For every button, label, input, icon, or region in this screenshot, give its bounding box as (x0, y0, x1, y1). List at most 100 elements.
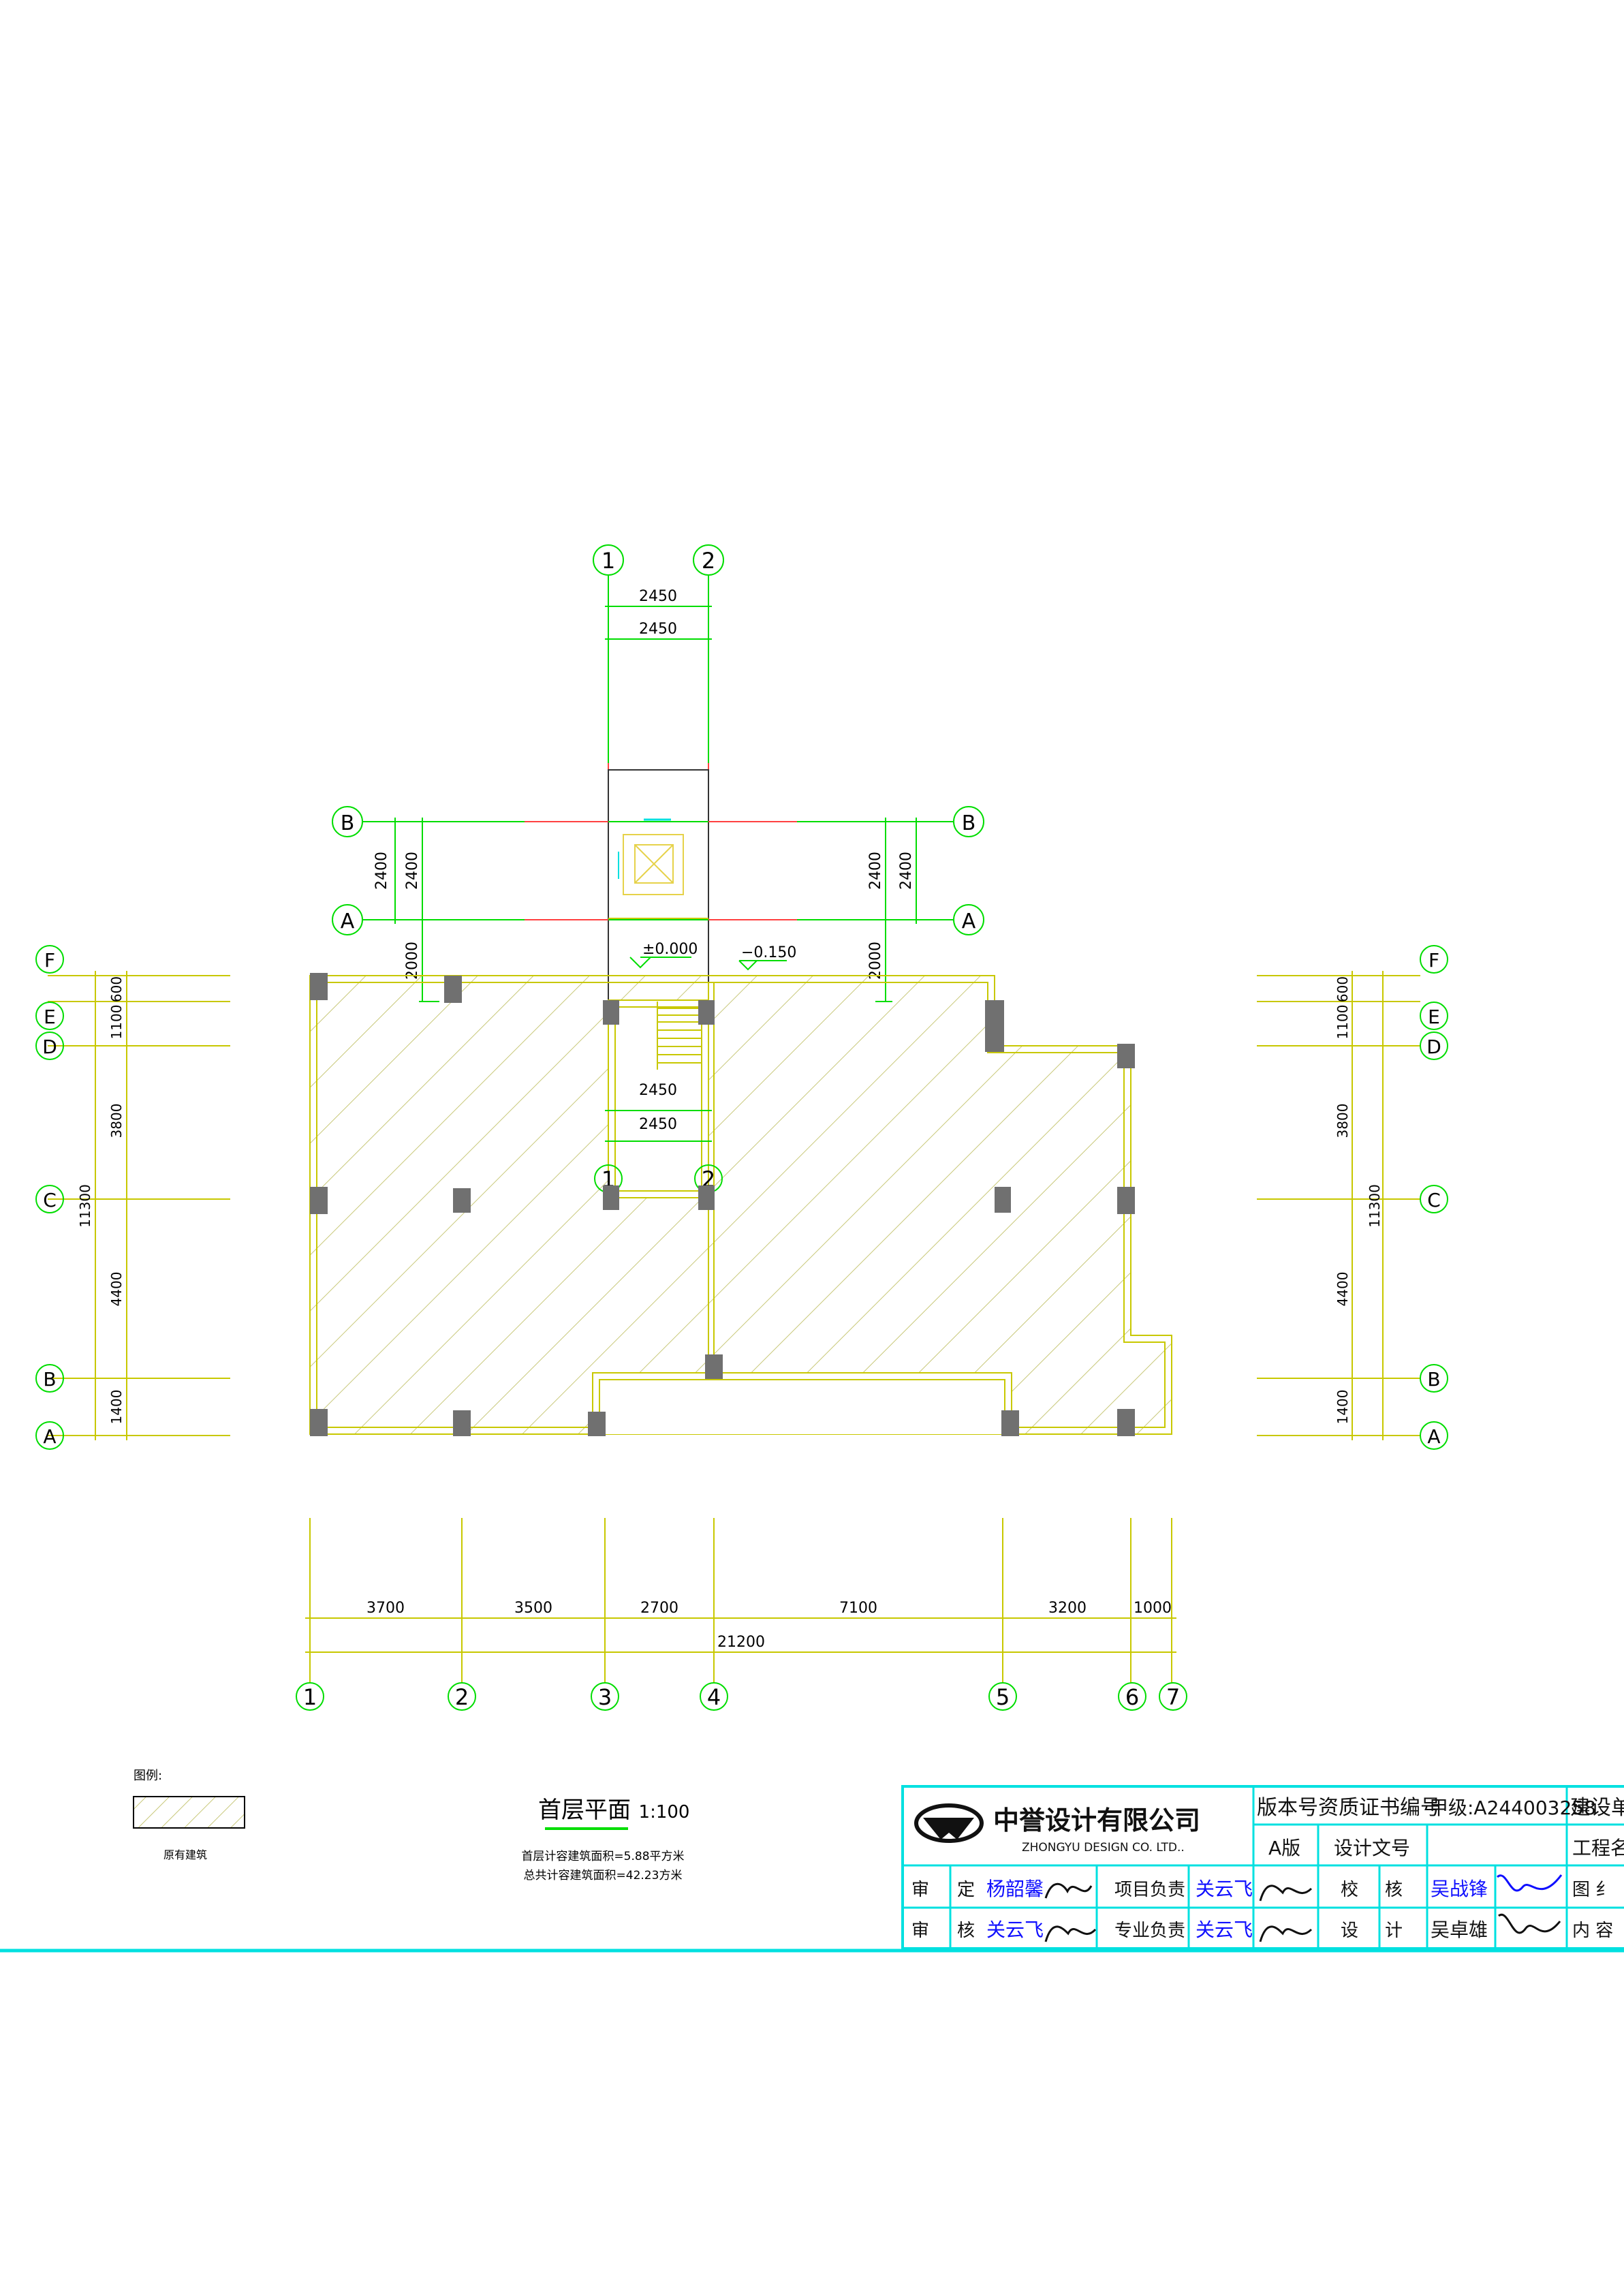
top-dim-inner: 2450 (639, 621, 677, 638)
content-label: 内 容 (1572, 1921, 1613, 1941)
left-axis-A (35, 1421, 64, 1450)
right-dim-4400: 4400 (1334, 1272, 1351, 1307)
company-name-en: ZHONGYU DESIGN CO. LTD.. (1022, 1841, 1185, 1855)
cert-value: 甲级:A244003258 (1429, 1797, 1596, 1819)
col-axis-3 (591, 1682, 619, 1711)
col-axis-5 (988, 1682, 1017, 1711)
left-axis-A-label: A (43, 1425, 56, 1448)
left-row-grid: F E D C B A 600 1100 3800 4400 1400 1130… (35, 945, 230, 1450)
bottom-dim-3700: 3700 (366, 1600, 405, 1617)
title-block: 中誉设计有限公司 ZHONGYU DESIGN CO. LTD.. 版本号 资质… (0, 1785, 1624, 1953)
col-axis-2 (448, 1682, 476, 1711)
col-axis-4-label: 4 (707, 1684, 721, 1710)
right-dim-2400-a: 2400 (867, 852, 884, 890)
left-dim-600: 600 (108, 976, 125, 1002)
drawing-title: 首层平面 1:100 首层计容建筑面积=5.88平方米 总共计容建筑面积=42.… (521, 1797, 689, 1882)
col-axis-5-label: 5 (996, 1684, 1010, 1710)
col-axis-7 (1159, 1682, 1187, 1711)
left-axis-E-label: E (44, 1006, 56, 1028)
shaft-side-grid: B A B A 2400 2400 2000 2400 2400 2000 (332, 806, 984, 1002)
design-label-a: 设 (1341, 1921, 1358, 1941)
legend-title: 图例: (134, 1769, 162, 1783)
col-axis-4 (700, 1682, 728, 1711)
spec-lead-signature (1259, 1925, 1313, 1942)
elevator-shaft (608, 769, 709, 1006)
col-axis-6 (1118, 1682, 1146, 1711)
stair-dim-1: 2450 (639, 1082, 677, 1099)
design-label-b: 计 (1385, 1921, 1403, 1941)
check-label-b: 核 (1385, 1880, 1403, 1900)
cert-label: 资质证书编号 (1318, 1796, 1441, 1820)
reviewer-signature (1044, 1925, 1097, 1942)
left-axis-F-label: F (44, 949, 55, 972)
left-axis-A-bubble (332, 904, 363, 935)
right-axis-C-label: C (1427, 1189, 1441, 1211)
right-axis-C (1420, 1185, 1448, 1213)
version-label: 版本号 (1257, 1796, 1318, 1820)
left-axis-C (35, 1185, 64, 1213)
review-label-a: 审 (911, 1921, 929, 1941)
designer-name: 吴卓雄 (1431, 1919, 1488, 1941)
left-dim-2400-b: 2400 (404, 852, 421, 890)
bottom-dim-7100: 7100 (839, 1600, 877, 1617)
left-axis-C-label: C (43, 1189, 57, 1211)
bottom-col-grid: 3700 3500 2700 7100 3200 1000 21200 1 2 … (296, 1518, 1187, 1711)
elevation-ground: ±0.000 (642, 941, 698, 958)
left-axis-A-label: A (341, 910, 355, 933)
right-axis-B-label: B (1427, 1368, 1440, 1391)
checker-signature (1496, 1874, 1563, 1892)
version-value: A版 (1268, 1837, 1300, 1859)
area-line-2: 总共计容建筑面积=42.23方米 (524, 1869, 683, 1882)
legend-label: 原有建筑 (163, 1848, 207, 1861)
bottom-dim-3200: 3200 (1048, 1600, 1087, 1617)
company-name-cn: 中誉设计有限公司 (993, 1805, 1200, 1835)
right-dim-600: 600 (1334, 976, 1351, 1002)
col-axis-2-label: 2 (455, 1684, 469, 1710)
right-row-grid: F E D C B A 600 1100 3800 4400 1400 1130… (1257, 945, 1448, 1450)
elevator-car (623, 834, 684, 895)
existing-building-area (309, 975, 1172, 1435)
left-axis-E (35, 1002, 64, 1030)
elevation-lower: −0.150 (741, 944, 796, 961)
right-axis-B-label: B (962, 811, 976, 835)
top-grid: 1 2 2450 2450 (593, 544, 724, 954)
client-label: 建设单 (1570, 1796, 1624, 1820)
right-axis-A (1420, 1421, 1448, 1450)
columns (310, 973, 1135, 1436)
left-axis-F (35, 945, 64, 974)
top-axis-2-label: 2 (702, 548, 715, 574)
drawing-label: 图 纟 (1572, 1880, 1613, 1900)
right-dim-2000: 2000 (867, 942, 884, 980)
right-dim-2400-b: 2400 (898, 852, 915, 890)
elevation-marks: ±0.000 −0.150 (629, 941, 796, 971)
legend: 图例: 原有建筑 (133, 1769, 245, 1861)
drawing-title-name: 首层平面 (538, 1797, 631, 1824)
stair-dim-2: 2450 (639, 1116, 677, 1133)
drawing-title-scale: 1:100 (639, 1802, 690, 1822)
bottom-dim-total: 21200 (717, 1634, 765, 1651)
right-axis-A-bubble (953, 904, 984, 935)
bottom-dim-3500: 3500 (514, 1600, 552, 1617)
approve-label-a: 审 (911, 1880, 929, 1900)
spec-lead-label: 专业负责 (1114, 1921, 1185, 1941)
right-dim-total: 11300 (1367, 1184, 1383, 1228)
checker-name: 吴战锋 (1431, 1878, 1488, 1900)
right-axis-E-label: E (1428, 1006, 1440, 1028)
left-axis-D-label: D (42, 1036, 57, 1058)
approver-name: 杨韶馨 (986, 1878, 1044, 1900)
top-axis-1-bubble (593, 544, 624, 576)
col-axis-6-label: 6 (1125, 1684, 1139, 1710)
reviewer-name: 关云飞 (986, 1919, 1044, 1941)
designer-signature (1498, 1913, 1561, 1934)
bottom-dim-2700: 2700 (640, 1600, 678, 1617)
check-label-a: 校 (1341, 1880, 1358, 1900)
left-dim-4400: 4400 (108, 1272, 125, 1307)
proj-lead-label: 项目负责 (1114, 1880, 1185, 1900)
right-axis-B (1420, 1364, 1448, 1393)
right-axis-B-bubble (953, 806, 984, 837)
right-axis-F (1420, 945, 1448, 974)
right-axis-F-label: F (1428, 949, 1439, 972)
stair: 2450 2450 1 2 (594, 999, 723, 1198)
design-doc-label: 设计文号 (1334, 1837, 1410, 1859)
area-line-1: 首层计容建筑面积=5.88平方米 (521, 1850, 684, 1863)
